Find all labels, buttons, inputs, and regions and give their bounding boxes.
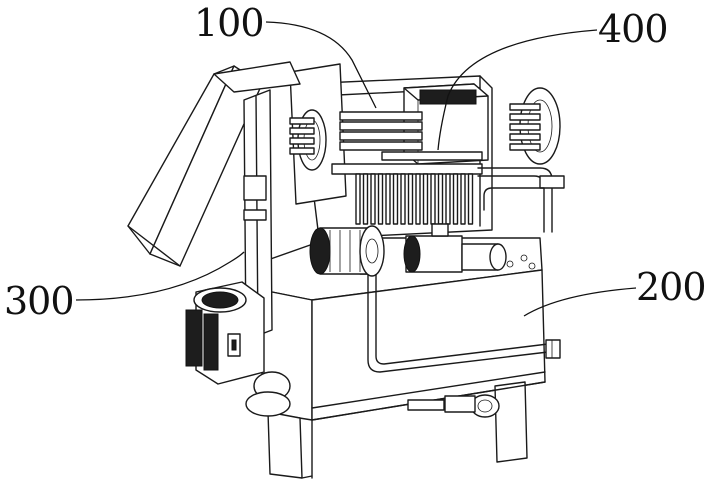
radiator-fin <box>446 174 450 224</box>
callout-300: 300 <box>4 282 74 320</box>
radiator-fin <box>469 174 473 224</box>
radiator-fin <box>379 174 383 224</box>
radiator-fin <box>454 174 458 224</box>
heater-rods <box>290 112 422 154</box>
radiator-fin <box>431 174 435 224</box>
chute <box>128 62 300 266</box>
callout-400: 400 <box>598 10 668 48</box>
radiator-fin <box>409 174 413 224</box>
radiator-fin <box>371 174 375 224</box>
radiator-fin <box>401 174 405 224</box>
radiator-fin <box>439 174 443 224</box>
radiator-fin <box>356 174 360 224</box>
right-flange <box>510 88 560 164</box>
radiator-fin <box>394 174 398 224</box>
radiator-fin <box>461 174 465 224</box>
radiator-fin <box>424 174 428 224</box>
callout-100: 100 <box>194 4 264 42</box>
center-motor <box>310 226 384 276</box>
radiator-fin <box>364 174 368 224</box>
radiator-fin <box>386 174 390 224</box>
callout-200: 200 <box>636 268 706 306</box>
radiator-fin <box>416 174 420 224</box>
